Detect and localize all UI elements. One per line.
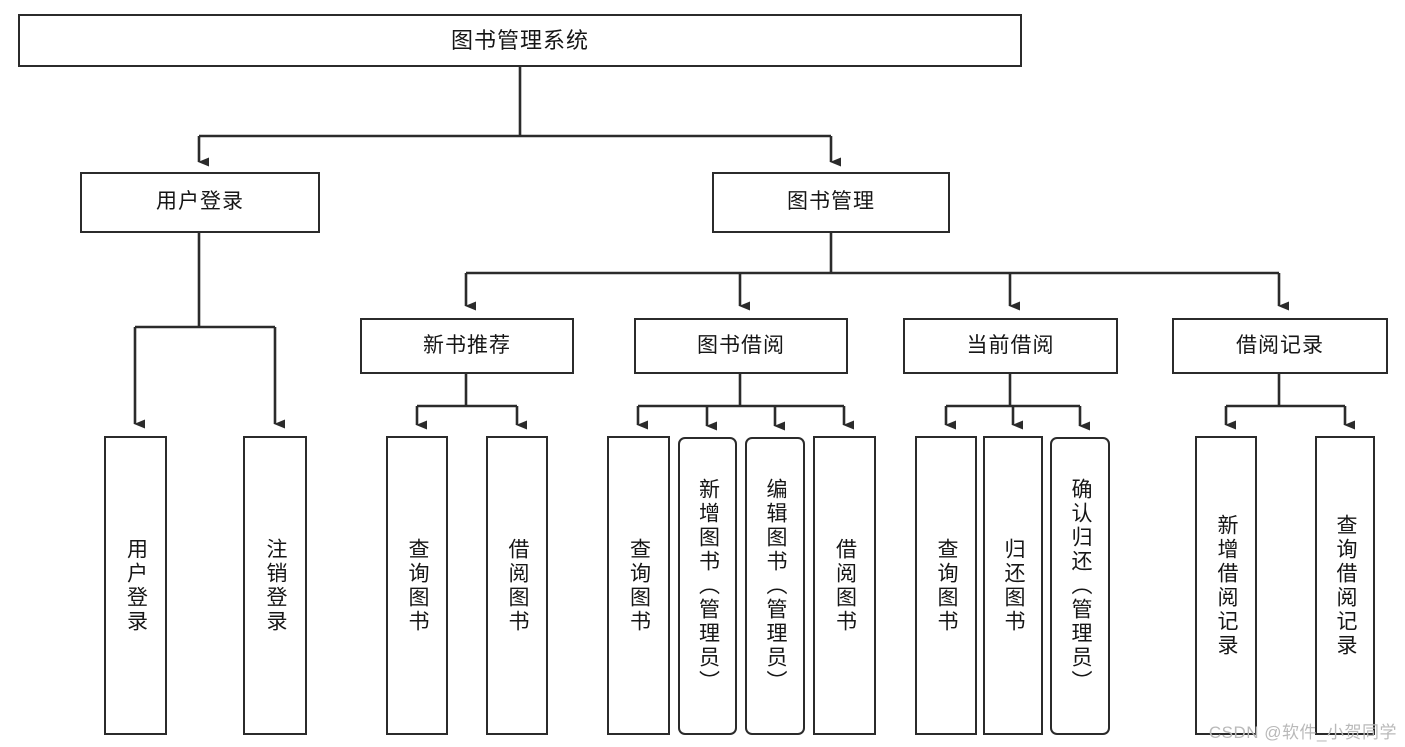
csdn-watermark: CSDN @软件_小贺同学 [1208, 723, 1397, 742]
leaf-borrow-borrow-book-label: 借阅图书 [833, 537, 857, 634]
leaf-current-confirm-return-label: 确认归还（管理员） [1069, 478, 1093, 694]
leaf-borrow-query-book[interactable]: 查询图书 [607, 436, 670, 735]
leaf-record-query-record-label: 查询借阅记录 [1334, 513, 1358, 658]
leaf-borrow-query-book-label: 查询图书 [627, 537, 651, 634]
leaf-borrow-edit-book[interactable]: 编辑图书（管理员） [745, 437, 805, 735]
leaf-borrow-add-book[interactable]: 新增图书（管理员） [678, 437, 737, 735]
leaf-record-query-record[interactable]: 查询借阅记录 [1315, 436, 1375, 735]
node-user-login[interactable]: 用户登录 [80, 172, 320, 233]
leaf-current-return-book[interactable]: 归还图书 [983, 436, 1043, 735]
leaf-recommend-borrow-book[interactable]: 借阅图书 [486, 436, 548, 735]
node-book-borrow[interactable]: 图书借阅 [634, 318, 848, 374]
leaf-record-add-record-label: 新增借阅记录 [1215, 513, 1239, 658]
leaf-borrow-add-book-label: 新增图书（管理员） [696, 478, 720, 694]
node-new-book-recommend[interactable]: 新书推荐 [360, 318, 574, 374]
leaf-user-login-signin[interactable]: 用户登录 [104, 436, 167, 735]
leaf-user-login-signin-label: 用户登录 [124, 537, 148, 634]
node-borrow-record[interactable]: 借阅记录 [1172, 318, 1388, 374]
node-borrow-record-label: 借阅记录 [1236, 333, 1324, 357]
node-book-management-label: 图书管理 [787, 190, 875, 214]
node-current-borrow-label: 当前借阅 [966, 333, 1055, 357]
leaf-current-query-book[interactable]: 查询图书 [915, 436, 977, 735]
leaf-record-add-record[interactable]: 新增借阅记录 [1195, 436, 1257, 735]
leaf-borrow-edit-book-label: 编辑图书（管理员） [764, 478, 788, 694]
node-new-book-recommend-label: 新书推荐 [423, 333, 511, 357]
leaf-current-query-book-label: 查询图书 [935, 537, 959, 634]
leaf-recommend-borrow-book-label: 借阅图书 [506, 537, 530, 634]
leaf-recommend-query-book-label: 查询图书 [406, 537, 430, 634]
node-book-borrow-label: 图书借阅 [697, 333, 785, 357]
node-book-management[interactable]: 图书管理 [712, 172, 950, 233]
leaf-recommend-query-book[interactable]: 查询图书 [386, 436, 448, 735]
leaf-user-login-signout[interactable]: 注销登录 [243, 436, 307, 735]
leaf-current-confirm-return[interactable]: 确认归还（管理员） [1050, 437, 1110, 735]
node-user-login-label: 用户登录 [156, 190, 244, 214]
node-current-borrow[interactable]: 当前借阅 [903, 318, 1118, 374]
leaf-borrow-borrow-book[interactable]: 借阅图书 [813, 436, 876, 735]
node-root[interactable]: 图书管理系统 [18, 14, 1022, 67]
leaf-current-return-book-label: 归还图书 [1002, 537, 1026, 634]
leaf-user-login-signout-label: 注销登录 [264, 537, 288, 634]
node-root-label: 图书管理系统 [450, 27, 589, 53]
